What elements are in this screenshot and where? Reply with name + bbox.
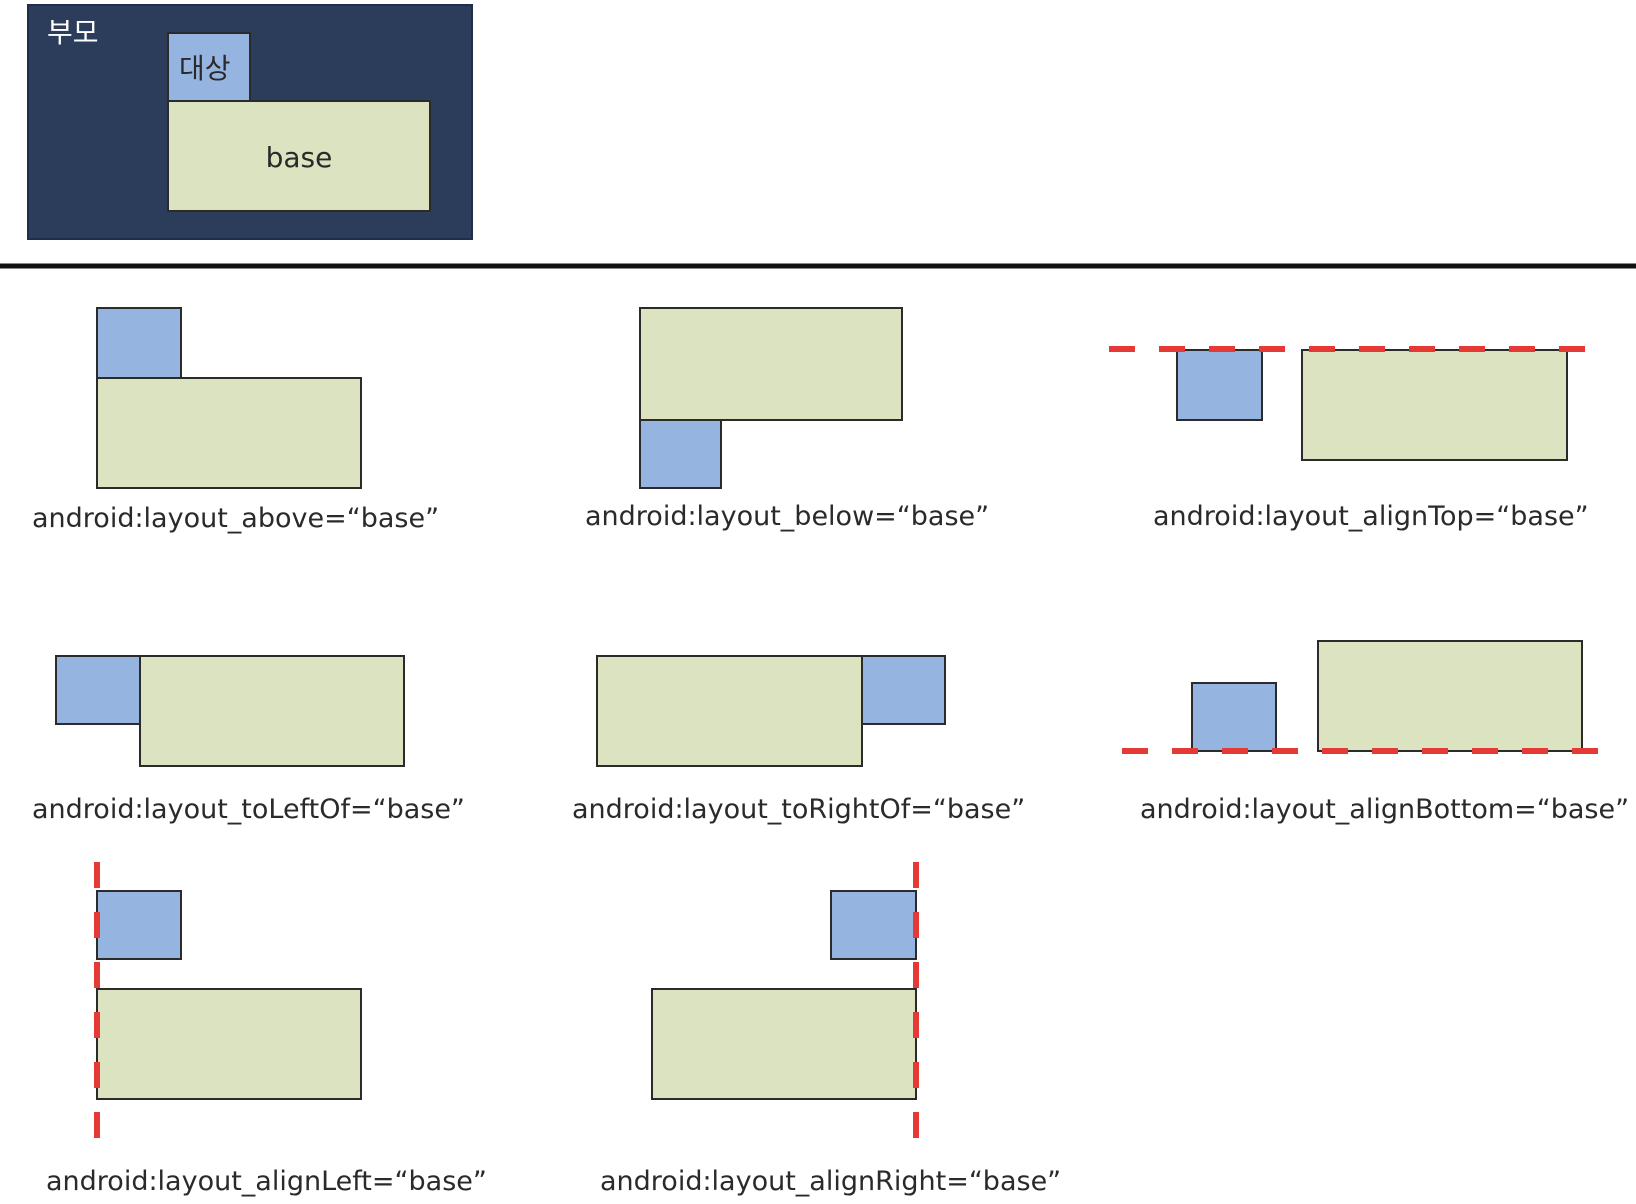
base-box: [596, 655, 863, 767]
legend-panel: 부모 대상 base: [27, 4, 473, 240]
target-box: [1176, 349, 1263, 421]
example-layout-alignbottom: android:layout_alignBottom=“base”: [1122, 640, 1629, 825]
example-caption: android:layout_alignTop=“base”: [1153, 501, 1589, 532]
parent-label: 부모: [47, 16, 99, 49]
example-caption: android:layout_toRightOf=“base”: [572, 794, 1025, 825]
example-layout-torightof: android:layout_toRightOf=“base”: [572, 655, 1025, 825]
base-box: [96, 988, 362, 1100]
target-box: [55, 655, 141, 725]
legend-target-box: [167, 32, 251, 102]
example-caption: android:layout_below=“base”: [585, 501, 989, 532]
target-box: [861, 655, 946, 725]
example-caption: android:layout_alignLeft=“base”: [46, 1166, 487, 1197]
base-box: [1301, 349, 1568, 461]
target-box: [96, 307, 182, 379]
example-caption: android:layout_above=“base”: [32, 503, 439, 534]
legend-base-box: [167, 100, 431, 212]
example-caption: android:layout_alignBottom=“base”: [1140, 794, 1629, 825]
base-box: [96, 377, 362, 489]
example-layout-aligntop: android:layout_alignTop=“base”: [1109, 346, 1603, 532]
target-box: [1191, 682, 1277, 752]
example-layout-alignright: android:layout_alignRight=“base”: [600, 862, 1061, 1197]
target-label: 대상: [179, 52, 231, 85]
target-box: [96, 890, 182, 960]
base-box: [651, 988, 917, 1100]
target-box: [830, 890, 917, 960]
base-label: base: [266, 141, 333, 174]
example-layout-toleftof: android:layout_toLeftOf=“base”: [32, 655, 465, 825]
example-layout-above: android:layout_above=“base”: [32, 307, 439, 534]
example-layout-alignleft: android:layout_alignLeft=“base”: [46, 862, 487, 1197]
base-box: [639, 307, 903, 421]
base-box: [139, 655, 405, 767]
example-caption: android:layout_toLeftOf=“base”: [32, 794, 465, 825]
base-box: [1317, 640, 1583, 752]
example-layout-below: android:layout_below=“base”: [585, 307, 989, 532]
target-box: [639, 419, 722, 489]
example-caption: android:layout_alignRight=“base”: [600, 1166, 1061, 1197]
